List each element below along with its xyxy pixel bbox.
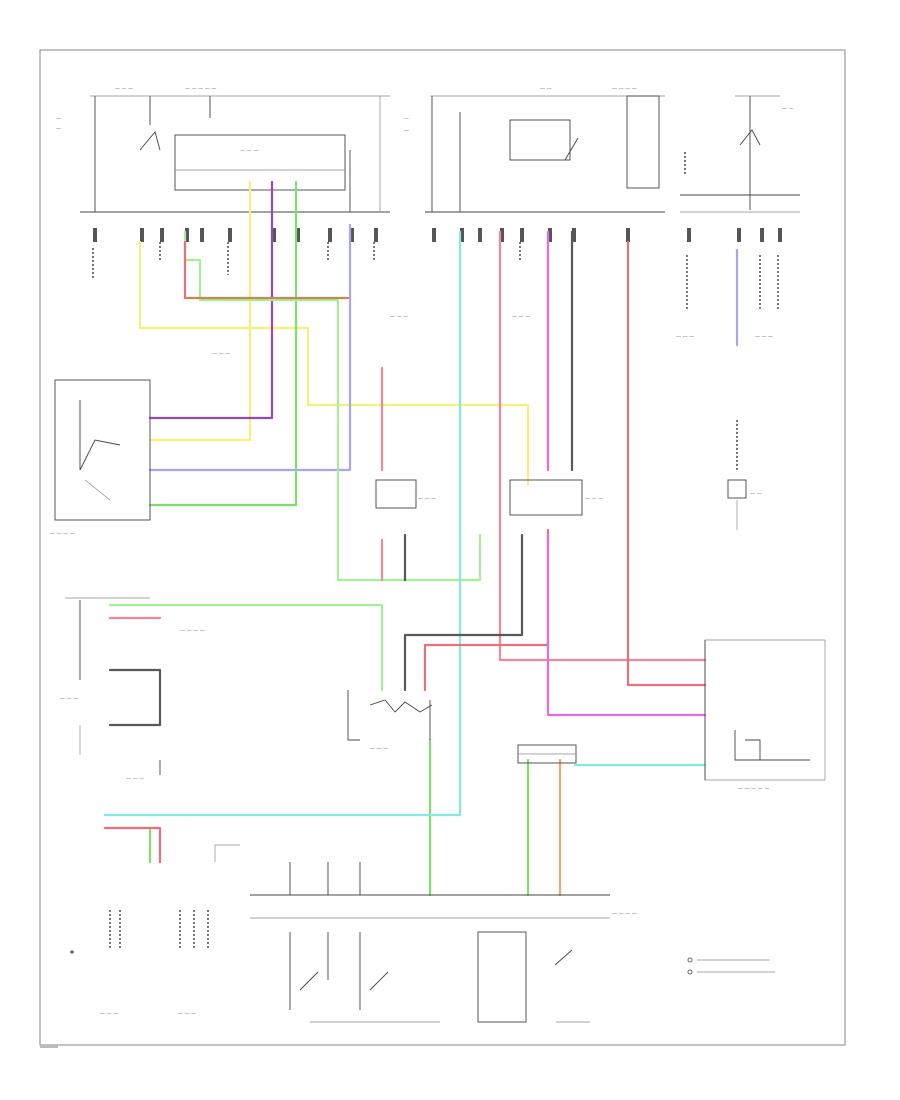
svg-text:— — — —: — — — — xyxy=(50,531,75,537)
combination-meter: — — — — — xyxy=(704,639,826,792)
svg-text:— — — —: — — — — xyxy=(612,86,637,92)
svg-text:— — —: — — — xyxy=(100,1011,118,1017)
connector-block-mid xyxy=(517,744,577,764)
svg-text:— — —: — — — xyxy=(676,334,694,340)
relay-lower-left: — — — — — — xyxy=(375,479,603,516)
diagram-frame xyxy=(39,49,846,1046)
bottom-left-stubs: — — — — — — xyxy=(70,844,240,1017)
top-connector-pins xyxy=(93,228,782,242)
svg-text:— — —: — — — xyxy=(126,776,144,782)
svg-text:— — —: — — — xyxy=(370,746,388,752)
svg-text:— — — — —: — — — — — xyxy=(185,86,216,92)
svg-text:— —: — — xyxy=(782,106,794,112)
top-middle-fuse-box: — — — — — — xyxy=(425,86,665,213)
bottom-bus: — — — — xyxy=(250,862,637,1023)
wire-light-green xyxy=(108,230,482,692)
wire-green xyxy=(148,180,530,897)
wire-purple xyxy=(148,180,274,420)
page-ref-mark xyxy=(40,1045,58,1048)
svg-text:— — — — —: — — — — — xyxy=(738,786,769,792)
wire-pink xyxy=(108,230,707,662)
svg-text:— — —: — — — xyxy=(212,351,230,357)
left-component-mode-switch: — — — — xyxy=(50,379,151,537)
top-left-fuse-box: — — — — — — — — — — — xyxy=(80,86,390,213)
wire-cyan xyxy=(103,230,707,817)
wire-stubs xyxy=(92,242,779,950)
svg-text:—: — xyxy=(56,126,61,132)
wire-yellow xyxy=(138,180,530,487)
svg-text:— — — —: — — — — xyxy=(612,911,637,917)
svg-text:—: — xyxy=(404,116,409,122)
svg-text:— — —: — — — xyxy=(390,314,408,320)
top-right-fuse-box: — — xyxy=(680,95,800,213)
left-module-connector: — — — xyxy=(60,597,161,775)
faint-labels: — — — — — — — — — — — — — — — — — — — — … xyxy=(56,116,773,782)
center-control-unit: — — — xyxy=(347,690,433,752)
svg-text:—: — xyxy=(56,116,61,122)
svg-text:— — —: — — — xyxy=(512,314,530,320)
svg-text:— —: — — xyxy=(750,491,762,497)
wire-magenta xyxy=(546,230,707,717)
svg-text:— — —: — — — xyxy=(585,496,603,502)
svg-text:— — —: — — — xyxy=(178,1011,196,1017)
svg-text:— — —: — — — xyxy=(60,696,78,702)
svg-text:— — — —: — — — — xyxy=(180,628,205,634)
right-side-components: — — xyxy=(727,479,762,530)
wire-gray xyxy=(108,230,574,727)
svg-text:— —: — — xyxy=(540,86,552,92)
svg-text:— — —: — — — xyxy=(240,148,258,154)
svg-text:—: — xyxy=(404,128,409,134)
svg-text:— — —: — — — xyxy=(115,86,133,92)
svg-text:— — —: — — — xyxy=(755,334,773,340)
diagram-legend xyxy=(687,957,775,975)
wire-lavender xyxy=(148,223,739,472)
svg-text:— — —: — — — xyxy=(418,496,436,502)
